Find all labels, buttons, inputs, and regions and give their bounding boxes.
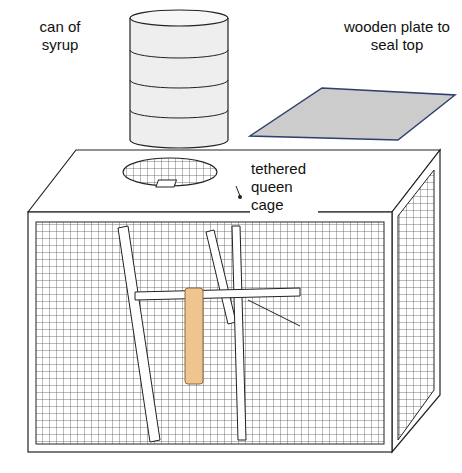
queen-cage bbox=[185, 288, 203, 384]
side-mesh bbox=[398, 170, 434, 440]
box-top bbox=[28, 150, 440, 212]
front-mesh bbox=[36, 222, 384, 444]
partition-board bbox=[232, 226, 246, 440]
box-side bbox=[392, 150, 440, 452]
cage-tab bbox=[156, 180, 177, 187]
callout-label: can of syrup bbox=[28, 18, 92, 54]
tether-line bbox=[236, 186, 240, 196]
partition-board bbox=[118, 226, 160, 442]
wooden-plate bbox=[250, 88, 455, 140]
partition-board bbox=[206, 230, 236, 324]
callout-label: tethered queen cage bbox=[250, 160, 318, 214]
feeder-hole bbox=[123, 158, 217, 186]
box-front bbox=[28, 212, 392, 452]
syrup-can bbox=[130, 10, 228, 148]
tether-knot bbox=[238, 195, 242, 199]
callout-label: wooden plate to seal top bbox=[336, 18, 458, 54]
frame-edge bbox=[248, 300, 300, 326]
cross-bar bbox=[135, 288, 300, 300]
